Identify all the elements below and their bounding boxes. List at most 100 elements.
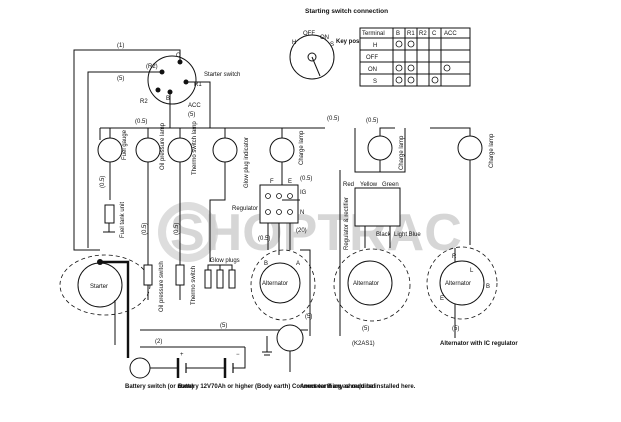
table-header-c: C: [432, 31, 437, 37]
terminal-b: B: [166, 96, 170, 102]
lamp-charge-2: Charge lamp: [367, 135, 405, 170]
terminal-r2: R2: [140, 99, 148, 105]
oil-pressure-switch-label: Oil pressure switch: [159, 261, 165, 312]
starter-switch-label: Starter switch: [204, 72, 240, 78]
alternator-k2as1: Alternator: [347, 260, 393, 306]
fuel-gauge-label: Fuel gauge: [122, 129, 128, 160]
regulator-rectifier-label: Regulator & rectifier: [344, 197, 350, 250]
lamp-glow-plug: Glow plug indicator: [212, 137, 250, 188]
wire-size-11: (2): [155, 339, 162, 345]
terminal-r2-paren: (R2): [146, 64, 158, 70]
dial-off-label: OFF: [303, 31, 315, 37]
wire-size-4: (0.5): [300, 176, 312, 182]
terminal-r1: R1: [194, 82, 202, 88]
ammeter-label: Ammeter if any should be installed here.: [300, 384, 416, 390]
glow-plug-indicator-label: Glow plug indicator: [244, 137, 250, 188]
fuel-tank-label: Fuel tank unit: [120, 202, 126, 238]
wire-size-8: (0.5): [366, 118, 378, 124]
wire-tag-5b: (5): [188, 112, 195, 118]
wire-size-3: (0.5): [174, 223, 180, 235]
svg-text:−: −: [236, 352, 240, 358]
ic-alternator-label: Alternator: [445, 281, 471, 287]
charge-lamp-2-label: Charge lamp: [399, 135, 405, 170]
switch-table: Terminal B R1 R2 C ACC H OFF ON S: [359, 27, 471, 87]
connector-light-blue: Light Blue: [394, 232, 421, 238]
alternator-center: Alternator B A: [259, 261, 301, 304]
reg-terminal-f: F: [270, 179, 274, 185]
lamp-oil-pressure: Oil pressure lamp: [135, 122, 166, 170]
watermark-logo-icon: [158, 202, 218, 262]
connector-black: Black: [376, 232, 392, 238]
lamp-fuel-gauge: Fuel gauge: [97, 129, 128, 163]
wire-size-7: (0.5): [327, 116, 339, 122]
oil-pressure-lamp-label: Oil pressure lamp: [160, 122, 166, 170]
wire-size-13: (20): [296, 228, 307, 234]
wire-size-12: (5): [220, 323, 227, 329]
reg-terminal-e: E: [288, 179, 292, 185]
k2as1-alternator-outline: [333, 248, 411, 322]
wire-size-2: (0.5): [142, 223, 148, 235]
thermo-switch: Thermo switch: [175, 264, 197, 305]
battery-switch-label: Battery switch (or none): [125, 384, 194, 390]
wire-size-10: (5): [452, 326, 459, 332]
thermo-lamp-label: Thermo switch lamp: [192, 121, 198, 175]
lamp-charge-1: Charge lamp: [269, 130, 305, 165]
alternator-ic: Alternator R L E B: [439, 254, 490, 306]
k2as1-alternator-label: Alternator: [353, 281, 379, 287]
key-dial: OFF ON S H: [289, 31, 335, 80]
starter-motor: Starter: [77, 259, 123, 308]
wire-size-1: (0.5): [100, 176, 106, 188]
regulator-rectifier: Red Yellow Green Black Light Blue Regula…: [343, 182, 421, 250]
ic-terminal-r: R: [452, 254, 457, 260]
connector-yellow: Yellow: [360, 182, 378, 188]
model-tag-k2as1: (K2AS1): [352, 341, 375, 347]
table-header-terminal: Terminal: [362, 31, 385, 37]
charge-lamp-1-label: Charge lamp: [299, 130, 305, 165]
body-earth: (Body earth) Connect earthing as require…: [255, 336, 376, 390]
alternator-label: Alternator: [262, 281, 288, 287]
table-header-r1: R1: [407, 31, 415, 37]
table-row-s: S: [373, 79, 377, 85]
ic-terminal-l: L: [470, 268, 474, 274]
alternator-outline: [250, 249, 316, 321]
wire-tag-1: (1): [117, 43, 124, 49]
starter-switch: C (R2) R1 B R2 ACC Starter switch: [140, 53, 240, 109]
wire-size-9: (5): [362, 326, 369, 332]
glow-plugs-label: Glow plugs: [210, 258, 240, 264]
body-earth-label: (Body earth) Connect earthing as require…: [255, 384, 376, 390]
fuel-tank-unit: Fuel tank unit: [103, 202, 126, 238]
connector-red: Red: [343, 182, 354, 188]
dial-h-label: H: [292, 40, 296, 46]
lamp-charge-3: Charge lamp: [457, 133, 495, 168]
ammeter: Ammeter if any should be installed here.: [276, 324, 416, 390]
battery: + − Battery 12V70Ah or higher: [150, 347, 254, 390]
svg-text:+: +: [180, 352, 184, 358]
key-position-label: Key position: [336, 39, 372, 45]
table-row-h: H: [373, 43, 377, 49]
battery-label: Battery 12V70Ah or higher: [178, 384, 254, 390]
connector-green: Green: [382, 182, 399, 188]
reg-terminal-n: N: [300, 210, 304, 216]
ic-terminal-b: B: [486, 284, 490, 290]
lamp-thermo-switch: Thermo switch lamp: [167, 121, 198, 175]
table-row-off: OFF: [366, 55, 378, 61]
table-row-on: ON: [368, 67, 377, 73]
wire-tag-5a: (5): [117, 76, 124, 82]
switch-connection-title: Starting switch connection: [305, 8, 388, 15]
watermark-text: SHOPTRAC: [170, 204, 462, 262]
wire-size-6: (5): [305, 314, 312, 320]
wire-size-5: (0.5): [258, 236, 270, 242]
table-header-b: B: [396, 31, 400, 37]
table-header-r2: R2: [419, 31, 427, 37]
alt-terminal-b: B: [264, 261, 268, 267]
dial-s-label: S: [330, 42, 334, 48]
ic-alternator-outline: [426, 246, 498, 320]
terminal-c: C: [176, 53, 181, 59]
alt-terminal-a: A: [296, 261, 300, 267]
ic-alternator-caption: Alternator with IC regulator: [440, 341, 518, 347]
reg-terminal-ig: IG: [300, 190, 307, 196]
charge-lamp-3-label: Charge lamp: [489, 133, 495, 168]
thermo-switch-label: Thermo switch: [191, 266, 197, 305]
oil-pressure-switch: Oil pressure switch: [143, 261, 165, 312]
